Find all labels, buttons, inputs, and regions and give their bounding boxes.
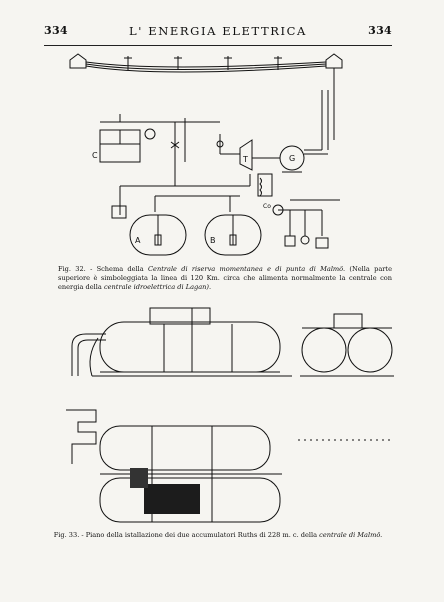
- figure-33-caption: Fig. 33. - Piano della istallazione dei …: [44, 531, 392, 540]
- label-co: Co: [263, 203, 271, 210]
- front-elevation: [300, 313, 394, 377]
- caption-32-middle: (Nella parte superiore è simboleggiata l…: [58, 265, 392, 291]
- label-c: C: [92, 151, 98, 160]
- page-number-left: 334: [44, 24, 68, 37]
- condenser: [257, 173, 273, 197]
- boiler-block: [99, 129, 121, 145]
- label-t: T: [242, 155, 248, 164]
- label-b: B: [210, 236, 216, 245]
- turbine: [239, 139, 253, 171]
- figure-33-drawings: [66, 307, 394, 523]
- caption-33-italic: centrale di Malmö.: [319, 531, 383, 539]
- caption-33-lead: Fig. 33. - Piano della istallazione dei …: [53, 531, 318, 539]
- side-elevation: [71, 307, 292, 377]
- accumulator-b: [204, 214, 262, 256]
- figure-32-schematic: C T G A B Co: [69, 53, 343, 256]
- figure-32-caption: Fig. 32. - Schema della Centrale di rise…: [58, 265, 392, 292]
- transmission-line: [69, 53, 343, 140]
- pressure-gauge: [144, 128, 156, 140]
- header-rule: [44, 45, 392, 46]
- page-number-right: 334: [368, 24, 392, 37]
- caption-32-lead: Fig. 32. - Schema della: [58, 265, 144, 273]
- accumulator-a: [129, 214, 187, 256]
- caption-32-italic-2: centrale idroelettrica di Lagan).: [103, 283, 212, 291]
- label-g: G: [289, 154, 295, 163]
- running-title: L' ENERGIA ELETTRICA: [129, 24, 307, 38]
- label-a: A: [135, 236, 141, 245]
- caption-32-italic-1: Centrale di riserva momentanea e di punt…: [148, 265, 346, 273]
- page-header: 334 L' ENERGIA ELETTRICA 334: [44, 24, 392, 42]
- machinery-block: [144, 484, 200, 514]
